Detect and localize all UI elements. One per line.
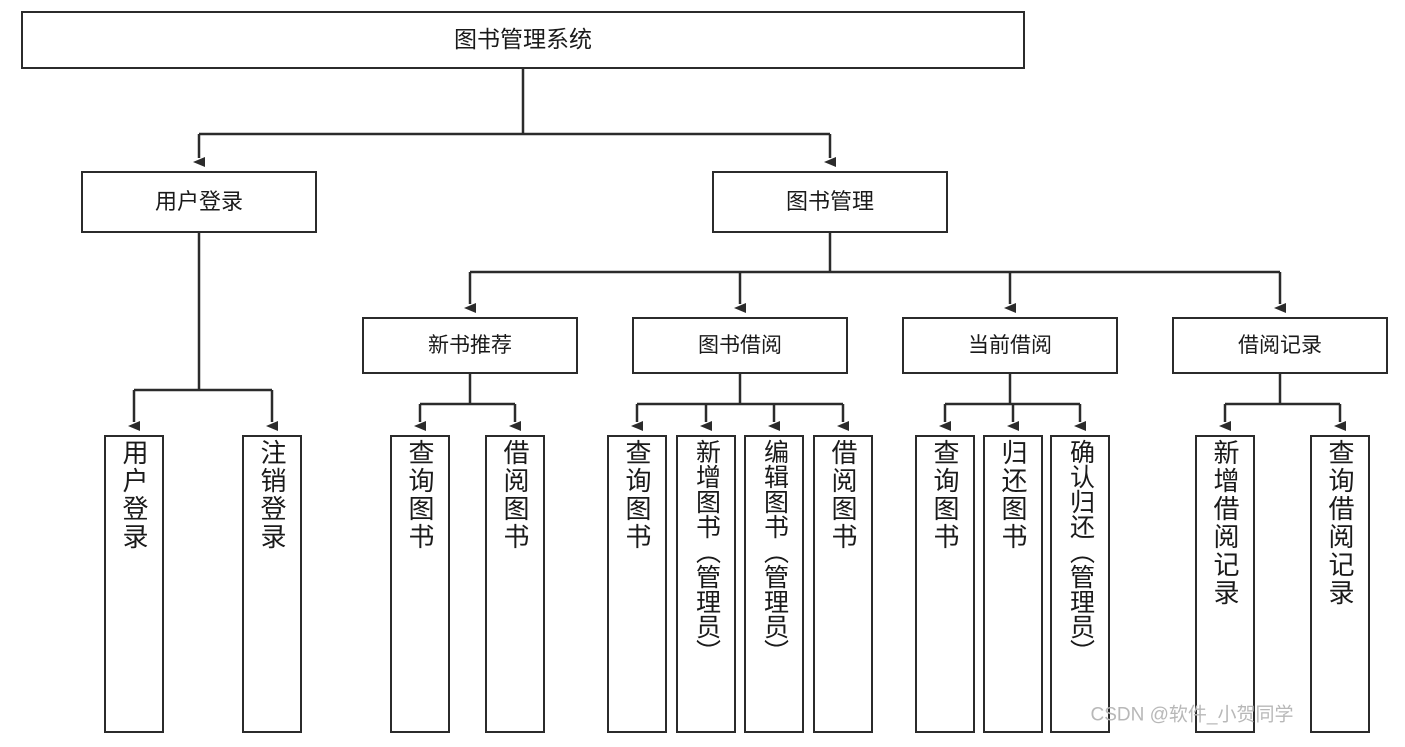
node-label: 当前借阅 [968, 333, 1052, 357]
node-book-borrow[interactable]: 图书借阅 [632, 317, 848, 374]
node-current-borrow[interactable]: 当前借阅 [902, 317, 1118, 374]
node-leaf-add-borrow-record[interactable]: 新增借阅记录 [1195, 435, 1255, 733]
node-label: 借阅图书 [828, 439, 858, 551]
node-label: 借阅图书 [500, 439, 530, 551]
node-label: 新增图书（管理员） [692, 439, 721, 664]
node-leaf-return-book[interactable]: 归还图书 [983, 435, 1043, 733]
node-label: 注销登录 [257, 439, 287, 551]
node-leaf-add-book-admin[interactable]: 新增图书（管理员） [676, 435, 736, 733]
node-leaf-user-login[interactable]: 用户登录 [104, 435, 164, 733]
node-leaf-query-book-rec[interactable]: 查询图书 [390, 435, 450, 733]
node-label: 编辑图书（管理员） [760, 439, 789, 664]
node-label: 查询借阅记录 [1325, 439, 1355, 607]
node-leaf-user-logout[interactable]: 注销登录 [242, 435, 302, 733]
node-leaf-borrow-book-rec[interactable]: 借阅图书 [485, 435, 545, 733]
node-label: 查询图书 [930, 439, 960, 551]
node-label: 查询图书 [405, 439, 435, 551]
node-leaf-borrow-book[interactable]: 借阅图书 [813, 435, 873, 733]
node-label: 新增借阅记录 [1210, 439, 1240, 607]
node-label: 图书管理系统 [454, 26, 592, 53]
node-label: 借阅记录 [1238, 333, 1322, 357]
node-book-manage[interactable]: 图书管理 [712, 171, 948, 233]
node-new-book-recommend[interactable]: 新书推荐 [362, 317, 578, 374]
node-leaf-edit-book-admin[interactable]: 编辑图书（管理员） [744, 435, 804, 733]
node-label: 新书推荐 [428, 333, 512, 357]
node-user-login[interactable]: 用户登录 [81, 171, 317, 233]
node-root[interactable]: 图书管理系统 [21, 11, 1025, 69]
node-label: 图书管理 [785, 188, 874, 214]
node-leaf-query-book[interactable]: 查询图书 [607, 435, 667, 733]
node-label: 归还图书 [998, 439, 1028, 551]
node-label: 用户登录 [119, 439, 149, 551]
node-leaf-confirm-return-admin[interactable]: 确认归还（管理员） [1050, 435, 1110, 733]
node-label: 用户登录 [154, 188, 243, 214]
node-label: 查询图书 [622, 439, 652, 551]
node-leaf-query-borrow-record[interactable]: 查询借阅记录 [1310, 435, 1370, 733]
node-label: 确认归还（管理员） [1066, 439, 1095, 664]
node-leaf-query-book-cur[interactable]: 查询图书 [915, 435, 975, 733]
node-borrow-record[interactable]: 借阅记录 [1172, 317, 1388, 374]
node-label: 图书借阅 [698, 333, 782, 357]
